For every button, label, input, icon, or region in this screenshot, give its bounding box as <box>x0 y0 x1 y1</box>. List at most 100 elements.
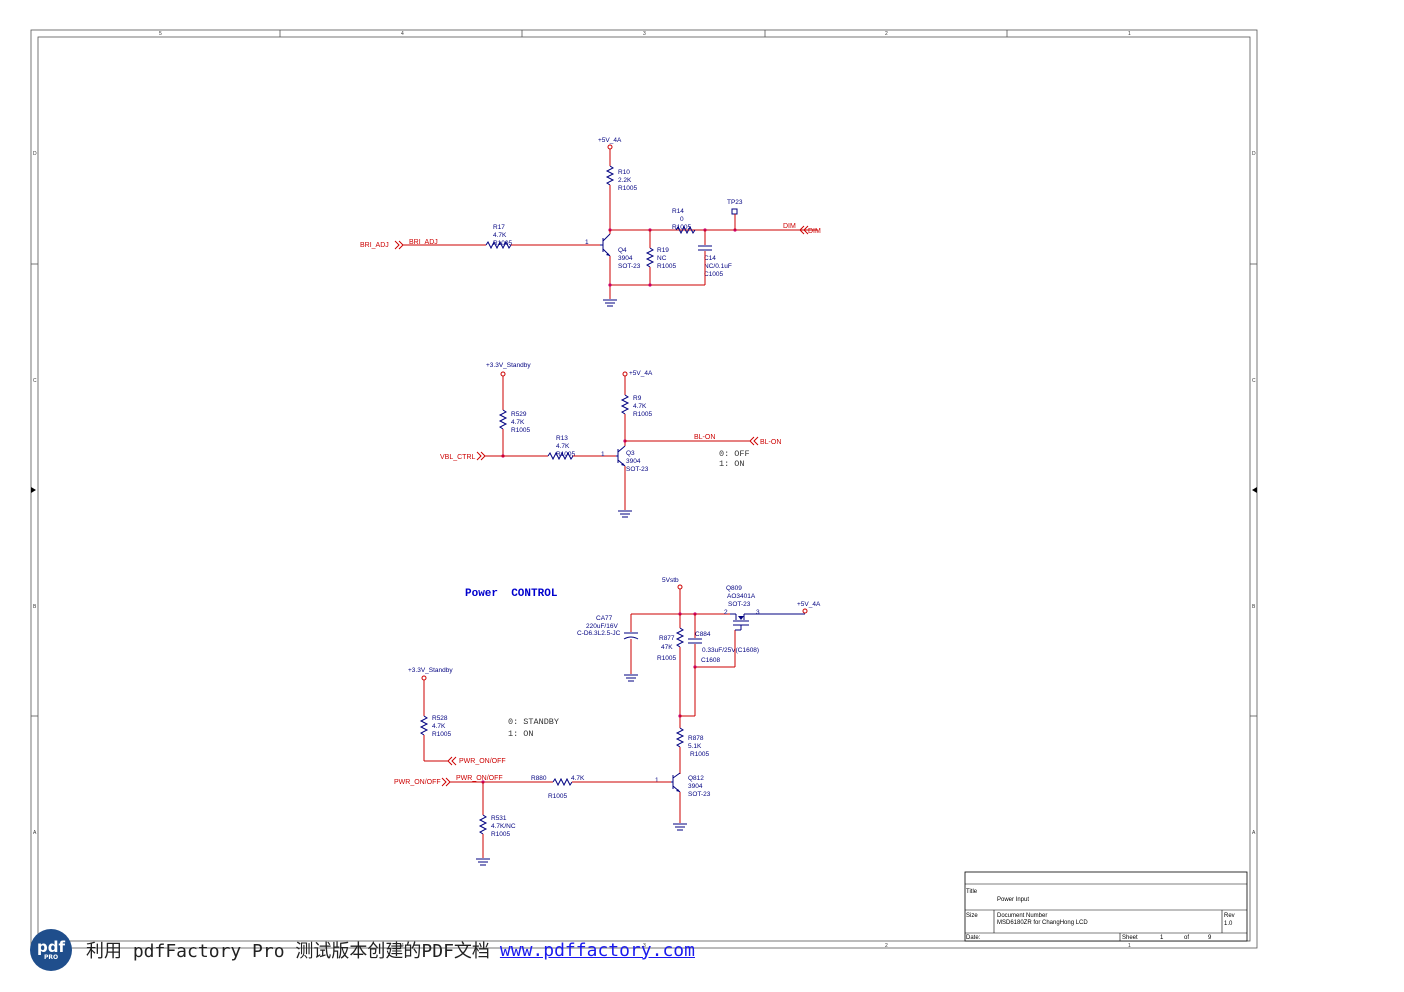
tp23-testpoint <box>731 208 738 215</box>
r9-ref: R9 <box>633 395 642 402</box>
rail-5v-4a-label: +5V_4A <box>598 137 622 144</box>
rail-5v-4a-label-c2: +5V_4A <box>629 370 653 377</box>
ca77-ref: CA77 <box>596 615 613 622</box>
r880-value: 4.7K <box>571 775 585 782</box>
pdffactory-logo: pdf PRO <box>30 929 72 971</box>
r13-package: R1005 <box>556 451 576 458</box>
power-note-standby: 0: STANDBY <box>508 717 559 727</box>
r877-ref: R877 <box>659 635 675 642</box>
r528-value: 4.7K <box>432 723 446 730</box>
q3-pin1-label: 1 <box>601 451 605 458</box>
q809-ref: Q809 <box>726 585 742 592</box>
ground-icon <box>673 823 687 831</box>
r529-ref: R529 <box>511 411 527 418</box>
bl-on-note-on: 1: ON <box>719 459 745 469</box>
frame-row-label-b: B <box>33 604 37 610</box>
bri-adj-port-arrow <box>394 240 404 250</box>
r10-value: 2.2K <box>618 177 632 184</box>
sheet-total: 9 <box>1208 935 1212 941</box>
rev-label: Rev <box>1224 913 1235 919</box>
docnum-value: MSD6180ZR for ChangHong LCD <box>997 920 1088 926</box>
rail-3v3-standby-symbol-c3 <box>421 675 427 681</box>
r877-value: 47K <box>661 644 673 651</box>
r880-package: R1005 <box>548 793 568 800</box>
frame-col-label-3: 3 <box>643 31 646 37</box>
r14-ref: R14 <box>672 208 684 215</box>
rev-value: 1.0 <box>1224 921 1233 927</box>
r529-resistor <box>498 409 508 430</box>
title-label: Title <box>966 889 978 895</box>
r10-ref: R10 <box>618 169 630 176</box>
q4-ref: Q4 <box>618 247 627 254</box>
watermark-link[interactable]: www.pdffactory.com <box>499 939 695 961</box>
ground-icon <box>624 674 638 682</box>
r19-value: NC <box>657 255 667 262</box>
c14-value: NC/0.1uF <box>704 263 732 270</box>
frame-row-label-a: A <box>33 830 37 836</box>
c884-value: 0.33uF/25V(C1608) <box>702 647 759 654</box>
q4-value: 3904 <box>618 255 633 262</box>
title-block: Title Power Input Size Document Number M… <box>964 871 1248 942</box>
r9-value: 4.7K <box>633 403 647 410</box>
frame-col-label-2-bottom: 2 <box>885 943 888 949</box>
r878-ref: R878 <box>688 735 704 742</box>
dim-port-arrow <box>799 225 809 235</box>
frame-row-label-d: D <box>33 151 37 157</box>
r17-resistor <box>485 240 512 250</box>
dim-port-label: DIM <box>808 228 821 235</box>
r880-ref: R880 <box>531 775 547 782</box>
q809-pin2-label: 2 <box>724 609 728 616</box>
frame-col-label-4-bottom: 4 <box>401 943 404 949</box>
docnum-label: Document Number <box>997 913 1047 919</box>
title-value: Power Input <box>997 897 1029 903</box>
q812-pin1-label: 1 <box>655 777 659 784</box>
frame-col-label-3-bottom: 3 <box>643 943 646 949</box>
q3-transistor <box>616 445 626 467</box>
r528-resistor <box>419 715 429 736</box>
q809-mosfet <box>730 613 805 631</box>
size-label: Size <box>966 913 978 919</box>
q812-ref: Q812 <box>688 775 704 782</box>
q3-value: 3904 <box>626 458 641 465</box>
r531-package: R1005 <box>491 831 511 838</box>
circuit-bl-on: +3.3V_Standby R529 4.7K R1005 VBL_CTRL R… <box>440 362 781 518</box>
r877-package: R1005 <box>657 655 677 662</box>
q812-transistor <box>671 772 681 793</box>
rail-5v-4a-symbol-c2 <box>622 371 628 377</box>
q812-package: SOT-23 <box>688 791 711 798</box>
rail-5vstb-label: 5Vstb <box>662 577 679 584</box>
r531-ref: R531 <box>491 815 507 822</box>
r9-resistor <box>620 394 630 415</box>
watermark-text: 利用 pdfFactory Pro 测试版本创建的PDF文档 <box>86 941 490 962</box>
rail-5vstb-symbol <box>677 584 683 590</box>
r19-resistor <box>645 247 655 268</box>
q3-package: SOT-23 <box>626 466 649 473</box>
sheet-frame: 5 4 3 2 1 4 3 2 1 D C B A D C B A <box>30 29 1258 949</box>
r531-value: 4.7K/NC <box>491 823 516 830</box>
sheet-of-label: of <box>1184 935 1189 941</box>
r878-resistor <box>675 727 685 748</box>
vbl-ctrl-port-label: VBL_CTRL <box>440 454 476 461</box>
bl-on-note-off: 0: OFF <box>719 449 750 459</box>
c14-package: C1005 <box>704 271 724 278</box>
bl-on-wire-label: BL-ON <box>694 434 715 441</box>
date-label: Date: <box>966 935 981 941</box>
frame-row-label-c-right: C <box>1252 378 1256 384</box>
r17-value: 4.7K <box>493 232 507 239</box>
rail-5v-4a-label-c3: +5V_4A <box>797 601 821 608</box>
pdffactory-logo-sub: PRO <box>43 953 59 961</box>
circuit-bri-adj: +5V_4A R10 2.2K R1005 R14 0 R1005 TP23 D… <box>360 137 821 307</box>
dim-wire-label: DIM <box>783 223 796 230</box>
r529-package: R1005 <box>511 427 531 434</box>
tp23-label: TP23 <box>727 199 743 206</box>
q4-package: SOT-23 <box>618 263 641 270</box>
frame-row-label-d-right: D <box>1252 151 1256 157</box>
c884-ref: C884 <box>695 631 711 638</box>
q809-value: AO3401A <box>727 593 756 600</box>
power-note-on: 1: ON <box>508 729 534 739</box>
r17-package: R1005 <box>493 240 513 247</box>
r19-ref: R19 <box>657 247 669 254</box>
rail-5v-4a-symbol <box>607 144 613 150</box>
q4-transistor <box>600 233 611 257</box>
r877-resistor <box>675 627 685 648</box>
